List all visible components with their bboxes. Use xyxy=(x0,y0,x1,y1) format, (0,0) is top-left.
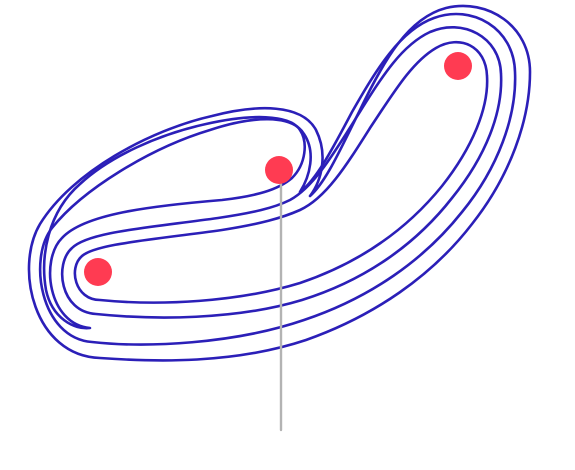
contour-line xyxy=(38,12,517,346)
minimum-point xyxy=(444,52,472,80)
contour-line xyxy=(27,4,532,362)
contour-line xyxy=(73,40,489,304)
minimum-point xyxy=(265,156,293,184)
minimum-point xyxy=(84,258,112,286)
minima-points xyxy=(84,52,472,286)
contour-lines xyxy=(27,4,532,362)
contour-line xyxy=(60,26,503,319)
